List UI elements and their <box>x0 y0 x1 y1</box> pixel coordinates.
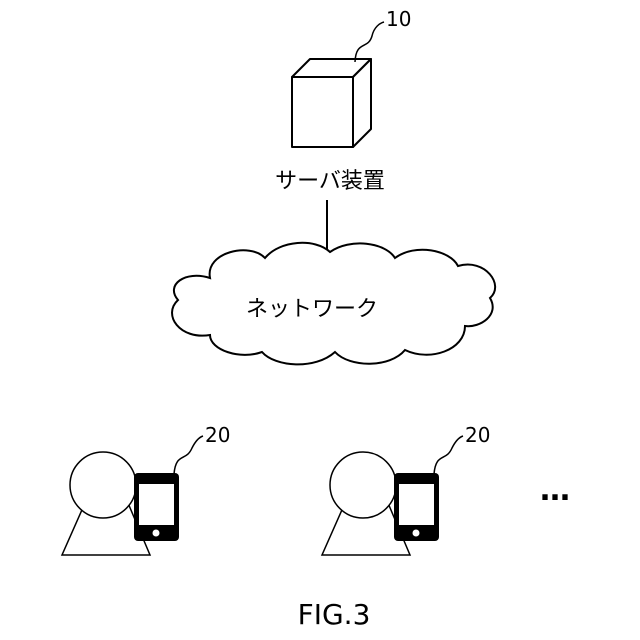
server-front-face <box>292 77 353 147</box>
server-ref-number: 10 <box>386 7 411 31</box>
terminal-ref-leader-1 <box>174 436 203 474</box>
user-head <box>330 452 396 518</box>
smartphone-icon <box>394 473 439 541</box>
user-head <box>70 452 136 518</box>
smartphone-icon <box>134 473 179 541</box>
terminal-ref-number-1: 20 <box>205 423 230 447</box>
terminal-user-1: 20 <box>62 423 230 555</box>
server-device <box>292 59 371 147</box>
network-label: ネットワーク <box>246 297 378 322</box>
server-label: サーバ装置 <box>275 169 385 194</box>
terminal-user-2: 20 <box>322 423 490 555</box>
server-ref-leader <box>355 22 384 62</box>
more-terminals-ellipsis: … <box>540 473 572 508</box>
terminal-ref-leader-2 <box>434 436 463 474</box>
terminal-ref-number-2: 20 <box>465 423 490 447</box>
figure-caption: FIG.3 <box>298 598 371 631</box>
